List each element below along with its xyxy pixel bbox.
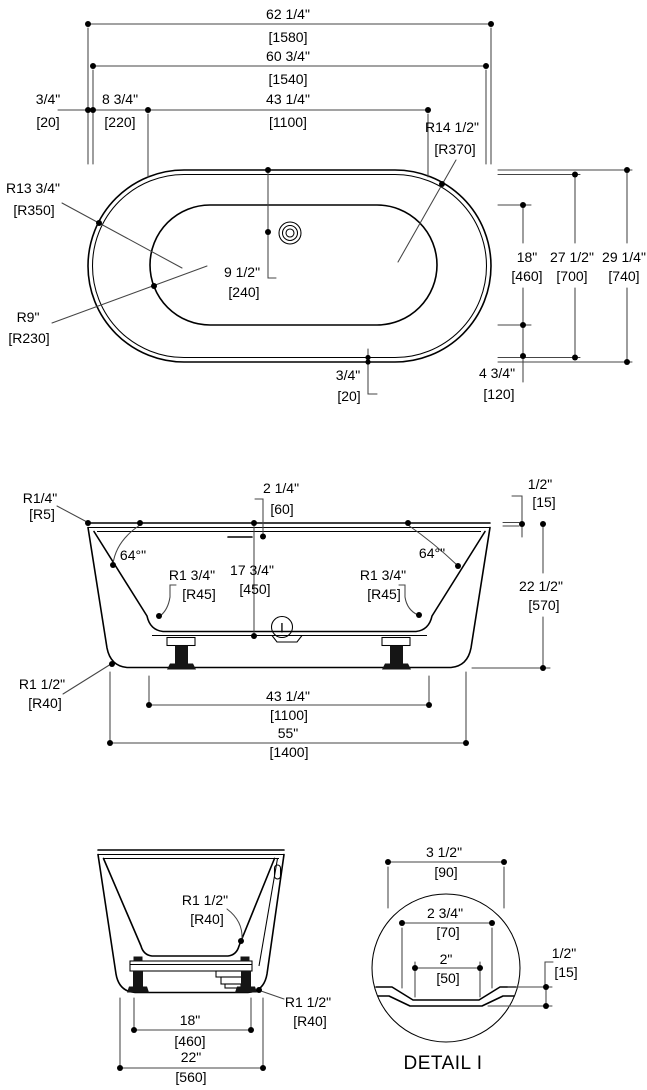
dim-end-offset-mm: [220]: [104, 114, 135, 130]
dim-rim-lip-mm: [15]: [532, 494, 555, 510]
end-right-foot: [235, 971, 257, 993]
dim-side-offset-mm: [120]: [483, 386, 514, 402]
label-floor-radius-left-in: R1 3/4": [169, 567, 215, 583]
dim-base-width-mm: [560]: [175, 1069, 206, 1085]
end-outline: [97, 853, 285, 994]
dim-foot-spacing-mm: [1100]: [270, 707, 308, 723]
label-base-corner-radius-mm: [R40]: [28, 695, 61, 711]
dim-detail-depth-mm: [15]: [554, 964, 577, 980]
dim-base-width-in: 22": [181, 1049, 202, 1065]
dim-edge-offset-mm: [20]: [36, 114, 59, 130]
support-rail: [129, 960, 253, 972]
angle-arc-left: [112, 524, 141, 565]
detail-marker-letter: I: [280, 620, 284, 636]
dim-detail-mid-width-in: 2 3/4": [427, 905, 463, 921]
dim-overall-width-in: 29 1/4": [602, 249, 646, 265]
tub-rim-inner-edge: [91, 173, 488, 359]
label-rim-radius-in: R13 3/4": [6, 180, 60, 196]
basin-radius-leader: [51, 265, 208, 324]
drain-icon: [278, 221, 302, 245]
label-corner-radius-in: R14 1/2": [425, 119, 479, 135]
label-base-radius-mm: [R40]: [293, 1013, 326, 1029]
dim-edge-offset-in: 3/4": [36, 91, 60, 107]
angle-arc-right: [407, 524, 458, 566]
label-floor-radius-left-mm: [R45]: [182, 586, 215, 602]
label-floor-radius-right-in: R1 3/4": [360, 567, 406, 583]
label-wall-angle-right: 64°": [419, 545, 445, 561]
label-wall-angle-left: 64°": [120, 547, 146, 563]
label-base-corner-radius-in: R1 1/2": [19, 676, 65, 692]
label-corner-radius-mm: [R370]: [434, 141, 475, 157]
dim-detail-inner-width-in: 2": [440, 951, 453, 967]
dim-basin-width-in: 18": [517, 249, 538, 265]
label-rim-corner-radius-in: R1/4": [23, 490, 58, 506]
dim-rim-width-mm: [700]: [556, 268, 587, 284]
tub-apron-outline: [87, 526, 491, 669]
dim-rim-length-in: 60 3/4": [266, 48, 310, 64]
dim-base-length-in: 55": [278, 725, 299, 741]
dim-end-foot-spacing-in: 18": [180, 1012, 201, 1028]
end-left-foot: [127, 971, 149, 993]
dim-rim-width-in: 27 1/2": [550, 249, 594, 265]
dim-detail-outer-width-mm: [90]: [434, 864, 457, 880]
dim-basin-length-in: 43 1/4": [266, 91, 310, 107]
dim-detail-outer-width-in: 3 1/2": [426, 844, 462, 860]
dim-drain-offset-in: 9 1/2": [224, 264, 260, 280]
detail-view: 3 1/2" [90] 2 3/4" [70] 2" [50] 1/2" [15…: [371, 844, 578, 1074]
dim-end-offset-in: 8 3/4": [102, 91, 138, 107]
dim-inner-depth-mm: [450]: [239, 581, 270, 597]
dim-rim-length-mm: [1540]: [269, 71, 308, 87]
label-base-radius-in: R1 1/2": [285, 994, 331, 1010]
tub-basin: [149, 204, 438, 326]
detail-circle: [371, 893, 521, 1043]
label-rim-corner-radius-mm: [R5]: [29, 506, 55, 522]
front-view: I: [19, 476, 563, 760]
label-floor-radius-in: R1 1/2": [182, 892, 228, 908]
dim-detail-depth-in: 1/2": [552, 945, 576, 961]
label-basin-radius-in: R9": [17, 309, 40, 325]
dim-detail-inner-width-mm: [50]: [436, 970, 459, 986]
label-floor-radius-right-mm: [R45]: [367, 586, 400, 602]
dim-overall-width-mm: [740]: [608, 268, 639, 284]
dim-inner-depth-in: 17 3/4": [230, 562, 274, 578]
dim-overall-length-mm: [1580]: [269, 29, 308, 45]
overflow-slot: [273, 864, 282, 880]
label-basin-radius-mm: [R230]: [8, 330, 49, 346]
detail-view-title: DETAIL I: [404, 1053, 483, 1074]
dim-detail-mid-width-mm: [70]: [436, 924, 459, 940]
detail-profile-bottom: [377, 995, 515, 1007]
dim-overall-height-in: 22 1/2": [519, 578, 563, 594]
right-foot: [381, 636, 411, 670]
dim-rim-thickness-in: 3/4": [336, 367, 360, 383]
dim-overflow-offset-in: 2 1/4": [263, 480, 299, 496]
dim-basin-width-mm: [460]: [511, 268, 542, 284]
dim-overflow-offset-mm: [60]: [270, 501, 293, 517]
rim-radius-leader: [61, 202, 183, 269]
detail-profile-top: [375, 986, 517, 1001]
label-floor-radius-mm: [R40]: [190, 911, 223, 927]
detail-marker-circle: [270, 615, 294, 639]
dim-rim-lip-in: 1/2": [528, 476, 552, 492]
dim-basin-length-mm: [1100]: [269, 114, 307, 130]
dim-drain-offset-mm: [240]: [228, 284, 259, 300]
dim-rim-thickness-mm: [20]: [337, 388, 360, 404]
dim-end-foot-spacing-mm: [460]: [174, 1033, 205, 1049]
end-view: R1 1/2" [R40] R1 1/2" [R40] 18" [460] 22…: [97, 849, 331, 1085]
drain-recess: [271, 635, 303, 643]
dim-foot-spacing-in: 43 1/4": [266, 688, 310, 704]
dim-side-offset-in: 4 3/4": [479, 365, 515, 381]
end-basin-profile: [102, 857, 276, 957]
top-view: 62 1/4" [1580] 60 3/4" [1540] 43 1/4" [1…: [6, 6, 646, 404]
dim-overall-height-mm: [570]: [528, 597, 559, 613]
corner-radius-leader: [397, 159, 457, 263]
dim-base-length-mm: [1400]: [270, 744, 309, 760]
left-foot: [166, 636, 196, 670]
tub-outer-rim: [87, 169, 492, 363]
dim-overall-length-in: 62 1/4": [266, 6, 310, 22]
basin-profile: [93, 530, 486, 633]
label-rim-radius-mm: [R350]: [13, 202, 54, 218]
